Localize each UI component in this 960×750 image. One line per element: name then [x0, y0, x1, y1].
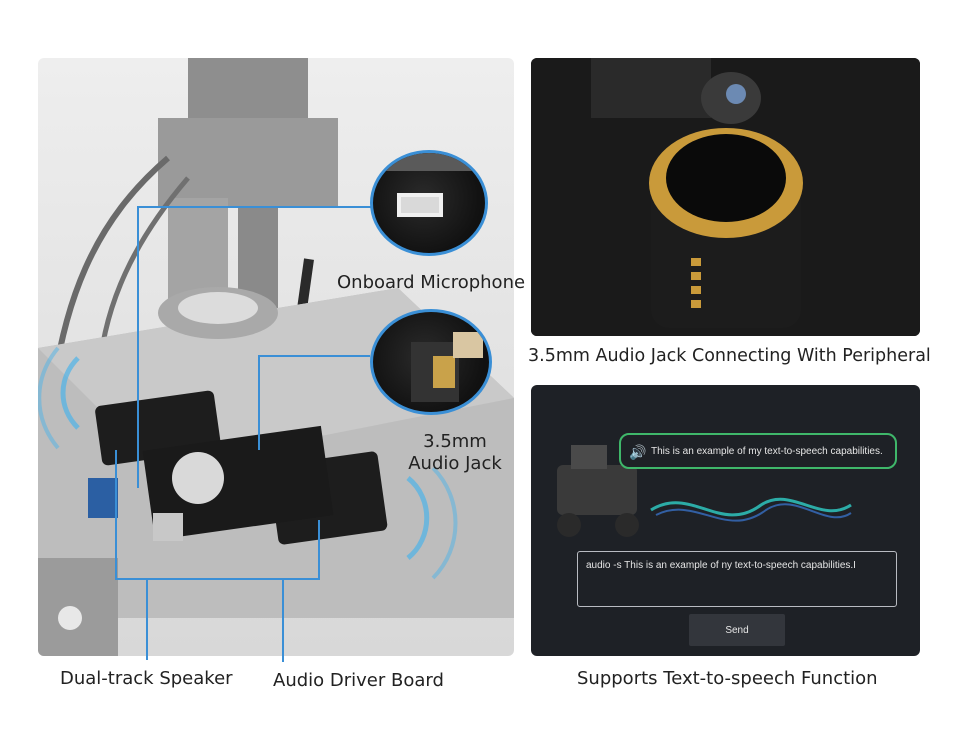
audio-driver-board-label: Audio Driver Board	[273, 670, 444, 691]
callout-line-speaker-down	[146, 578, 148, 660]
audio-jack-icon	[411, 332, 483, 402]
send-button[interactable]: Send	[689, 614, 785, 646]
callout-line-speaker-h	[115, 578, 320, 580]
tts-robot-illustration	[557, 445, 852, 537]
microphone-zoom-circle	[370, 150, 488, 256]
tts-speech-bubble: 🔊 This is an example of my text-to-speec…	[619, 433, 897, 469]
onboard-microphone-label: Onboard Microphone	[337, 272, 526, 293]
dual-track-speaker-label: Dual-track Speaker	[60, 668, 233, 689]
audio-jack-zoom-circle	[370, 309, 492, 415]
speaker-photo-caption: 3.5mm Audio Jack Connecting With Periphe…	[528, 346, 931, 366]
tts-command-input[interactable]: audio -s This is an example of ny text-t…	[577, 551, 897, 607]
callout-line-mic-v	[137, 206, 139, 488]
callout-line-board-down	[282, 578, 284, 662]
audio-jack-label-line2: Audio Jack	[408, 452, 502, 474]
callout-line-speaker-right-v	[318, 520, 320, 580]
audio-jack-label-line1: 3.5mm	[423, 431, 487, 452]
speaker-sound-icon: 🔊	[629, 444, 647, 460]
callout-line-mic-h	[137, 206, 372, 208]
callout-line-jack-v	[258, 355, 260, 450]
robot-illustration	[38, 58, 514, 656]
callout-line-speaker-left-v	[115, 450, 117, 580]
tts-bubble-text: This is an example of my text-to-speech …	[651, 445, 883, 457]
microphone-chip-icon	[373, 153, 485, 217]
tts-command-text: audio -s This is an example of ny text-t…	[586, 560, 856, 571]
tts-function-caption: Supports Text-to-speech Function	[577, 668, 878, 689]
callout-line-jack-h	[258, 355, 370, 357]
speaker-photo-panel	[531, 58, 920, 336]
tts-screen-panel: 🔊 This is an example of my text-to-speec…	[531, 385, 920, 656]
speaker-illustration	[531, 58, 920, 336]
audio-jack-label: 3.5mm Audio Jack	[405, 431, 505, 474]
